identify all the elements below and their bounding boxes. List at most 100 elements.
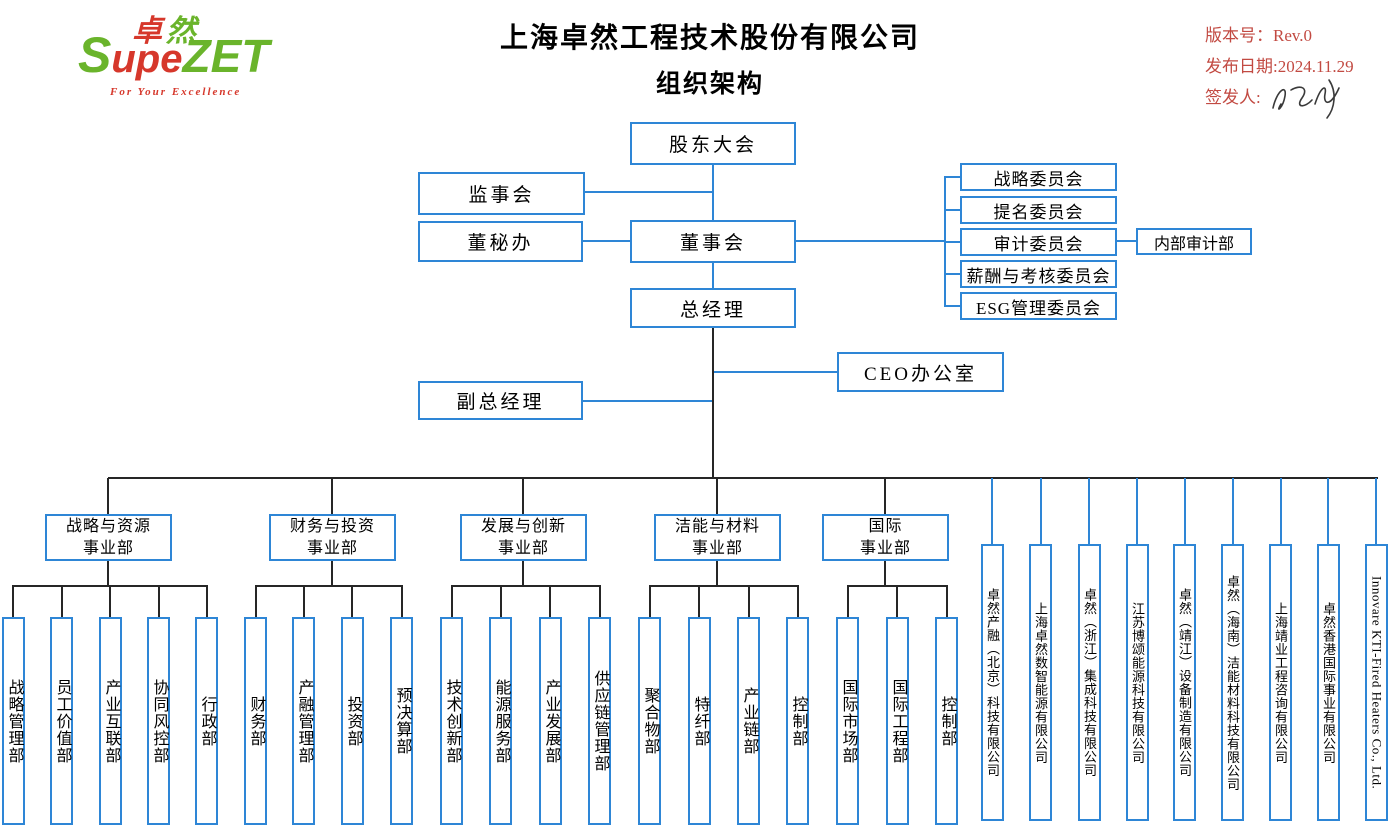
connector-line [1117, 240, 1136, 242]
date-row: 发布日期:2024.11.29 [1205, 57, 1354, 76]
node-department: 聚合物部 [638, 617, 661, 825]
node-department: 特纤部 [688, 617, 711, 825]
connector-line [599, 585, 601, 617]
node-nomination-committee: 提名委员会 [960, 196, 1117, 224]
node-subsidiary: Innovare KTI-Fired Heaters Co., Ltd. [1365, 544, 1388, 821]
node-subsidiary: 上海卓然数智能源有限公司 [1029, 544, 1052, 821]
connector-line [303, 585, 305, 617]
connector-line [884, 478, 886, 514]
connector-line [712, 263, 714, 288]
connector-line [522, 478, 524, 514]
connector-line [351, 585, 353, 617]
trunk-line [712, 327, 714, 478]
node-department: 控制部 [935, 617, 958, 825]
node-department: 国际工程部 [886, 617, 909, 825]
version-row: 版本号：Rev.0 [1205, 26, 1313, 45]
connector-line [585, 191, 713, 193]
node-department: 产业链部 [737, 617, 760, 825]
connector-line [944, 273, 960, 275]
connector-line [698, 585, 700, 617]
connector-line [451, 585, 600, 587]
document-meta: 版本号：Rev.0 发布日期:2024.11.29 签发人: [1205, 20, 1354, 119]
connector-line [944, 241, 960, 243]
node-division-development-innovation: 发展与创新 事业部 [460, 514, 587, 561]
connector-line [583, 400, 713, 402]
logo-chinese-name: 卓然 [132, 15, 200, 48]
node-department: 产业发展部 [539, 617, 562, 825]
connector-line [158, 585, 160, 617]
company-name: 上海卓然工程技术股份有限公司 [499, 23, 920, 54]
node-department: 行政部 [195, 617, 218, 825]
connector-line [255, 585, 403, 587]
connector-line [991, 478, 993, 544]
connector-line [451, 585, 453, 617]
node-department: 技术创新部 [440, 617, 463, 825]
connector-line [649, 585, 798, 587]
connector-line [716, 478, 718, 514]
node-board-of-directors: 董事会 [630, 220, 796, 263]
connector-line [331, 478, 333, 514]
node-esg-committee: ESG管理委员会 [960, 292, 1117, 320]
connector-line [500, 585, 502, 617]
node-department: 投资部 [341, 617, 364, 825]
node-department: 国际市场部 [836, 617, 859, 825]
node-subsidiary: 卓然（靖江）设备制造有限公司 [1173, 544, 1196, 821]
node-shareholders-meeting: 股东大会 [630, 122, 796, 165]
chart-title: 组织架构 [655, 71, 764, 98]
node-board-secretary-office: 董秘办 [418, 221, 583, 262]
company-logo: 卓然 SupeZET For Your Excellence [78, 6, 288, 104]
connector-line [107, 561, 109, 586]
node-supervisory-board: 监事会 [418, 172, 585, 215]
node-strategy-committee: 战略委员会 [960, 163, 1117, 191]
connector-line [1280, 478, 1282, 544]
connector-line [107, 478, 109, 514]
distribution-line [108, 477, 1378, 479]
node-department: 控制部 [786, 617, 809, 825]
connector-line [1184, 478, 1186, 544]
connector-line [1327, 478, 1329, 544]
node-department: 财务部 [244, 617, 267, 825]
node-internal-audit: 内部审计部 [1136, 228, 1252, 255]
node-subsidiary: 江苏博颂能源科技有限公司 [1126, 544, 1149, 821]
connector-line [1136, 478, 1138, 544]
page-title: 上海卓然工程技术股份有限公司 组织架构 [430, 16, 990, 100]
connector-line [1040, 478, 1042, 544]
connector-line [896, 585, 898, 617]
connector-line [716, 561, 718, 586]
node-compensation-committee: 薪酬与考核委员会 [960, 260, 1117, 288]
connector-line [12, 585, 14, 617]
node-department: 能源服务部 [489, 617, 512, 825]
node-general-manager: 总经理 [630, 288, 796, 328]
connector-line [946, 585, 948, 617]
logo-wordmark: SupeZET [78, 27, 270, 83]
node-division-international: 国际 事业部 [822, 514, 949, 561]
connector-line [797, 585, 799, 617]
node-subsidiary: 卓然香港国际事业有限公司 [1317, 544, 1340, 821]
node-subsidiary: 卓然产融（北京）科技有限公司 [981, 544, 1004, 821]
connector-line [522, 561, 524, 586]
node-subsidiary: 卓然（浙江）集成科技有限公司 [1078, 544, 1101, 821]
connector-line [549, 585, 551, 617]
node-deputy-general-manager: 副总经理 [418, 381, 583, 420]
connector-line [649, 585, 651, 617]
connector-line [109, 585, 111, 617]
signature-handwriting [1272, 79, 1340, 119]
node-department: 协同风控部 [147, 617, 170, 825]
node-department: 产业互联部 [99, 617, 122, 825]
connector-line [748, 585, 750, 617]
connector-line [796, 240, 946, 242]
node-department: 供应链管理部 [588, 617, 611, 825]
node-subsidiary: 上海靖业工程咨询有限公司 [1269, 544, 1292, 821]
signer-row: 签发人: [1205, 79, 1354, 119]
connector-line [1232, 478, 1234, 544]
connector-line [944, 305, 960, 307]
logo-tagline: For Your Excellence [110, 86, 242, 98]
connector-line [712, 165, 714, 221]
node-subsidiary: 卓然（海南）洁能材料科技有限公司 [1221, 544, 1244, 821]
node-division-cleanenergy-materials: 洁能与材料 事业部 [654, 514, 781, 561]
connector-line [206, 585, 208, 617]
node-department: 产融管理部 [292, 617, 315, 825]
node-audit-committee: 审计委员会 [960, 228, 1117, 256]
node-division-finance-investment: 财务与投资 事业部 [269, 514, 396, 561]
connector-line [944, 176, 960, 178]
